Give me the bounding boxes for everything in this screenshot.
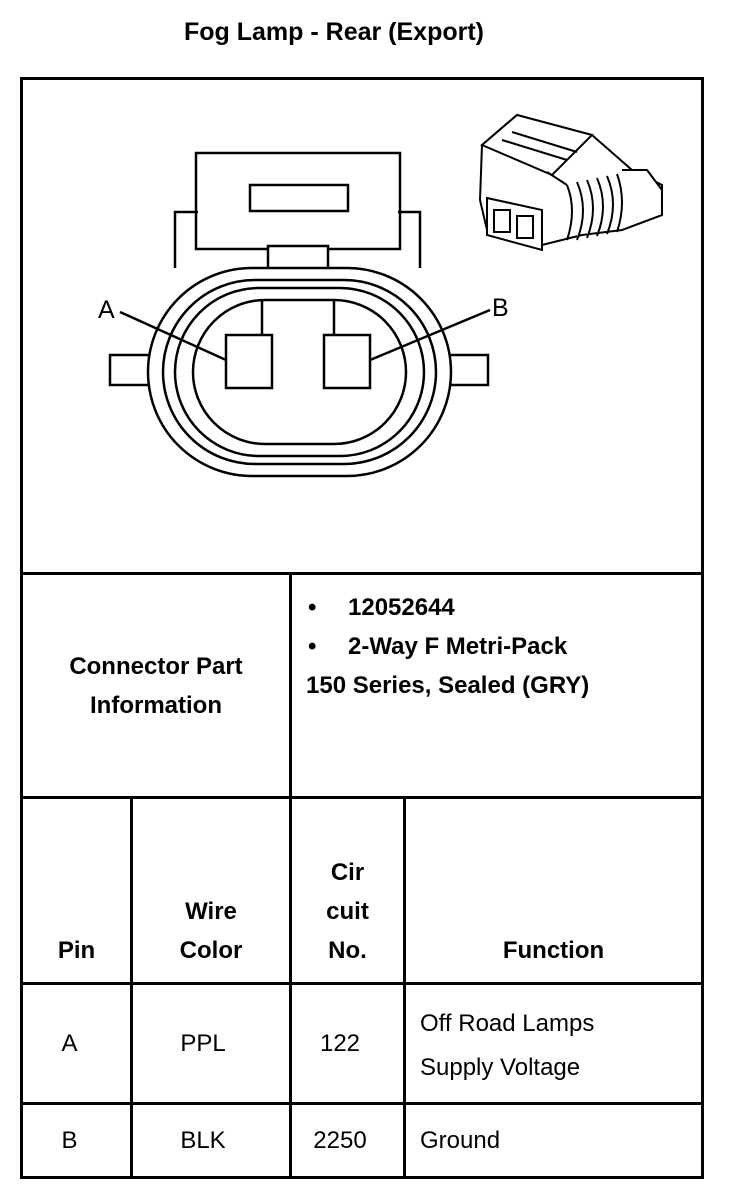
row-a-function-line1: Off Road Lamps <box>420 1010 595 1037</box>
divider-circuit-column <box>403 796 406 1179</box>
header-function: Function <box>406 799 701 982</box>
part-number: 12052644 <box>348 594 455 621</box>
divider-diagram-bottom <box>20 572 704 575</box>
connector-type-bullet: • 2-Way F Metri-Pack <box>306 627 696 666</box>
header-color-text: Color <box>179 937 243 964</box>
row-b-circuit: 2250 <box>313 1126 367 1154</box>
header-wire-color: Wire Color <box>133 799 289 982</box>
header-circuit-no: Cir cuit No. <box>292 799 403 982</box>
connector-3d-icon <box>478 113 663 252</box>
part-info-label-line2: Information <box>90 691 222 719</box>
divider-color-column <box>289 796 292 1179</box>
divider-partinfo-column <box>289 572 292 799</box>
row-a-circuit: 122 <box>319 1029 361 1057</box>
part-number-bullet: • 12052644 <box>306 588 696 627</box>
bullet-icon: • <box>308 633 317 660</box>
pin-a-callout: A <box>98 296 115 324</box>
bullet-icon: • <box>308 594 317 621</box>
row-a-wire-color: PPL <box>180 1029 226 1057</box>
row-a-pin: A <box>61 1029 78 1057</box>
header-circuit-line1: Cir <box>330 859 365 886</box>
row-b-wire-color: BLK <box>180 1126 226 1154</box>
header-circuit-line2: cuit <box>326 898 369 925</box>
connector-face-diagram: A B <box>98 151 509 478</box>
divider-partinfo-bottom <box>20 796 704 799</box>
row-a-function: Off Road Lamps Supply Voltage <box>420 1002 700 1090</box>
pin-b-callout: B <box>492 294 509 322</box>
header-function-text: Function <box>502 937 605 964</box>
divider-pin-column <box>130 796 133 1179</box>
connector-table-frame <box>20 77 704 1179</box>
row-a-function-line2: Supply Voltage <box>420 1054 581 1081</box>
divider-row-a-bottom <box>20 1102 704 1105</box>
part-info-values: • 12052644 • 2-Way F Metri-Pack 150 Seri… <box>306 588 696 705</box>
page-title: Fog Lamp - Rear (Export) <box>183 18 484 46</box>
row-b-function: Ground <box>420 1126 501 1154</box>
header-wire-text: Wire <box>185 898 237 925</box>
divider-header-bottom <box>20 982 704 985</box>
part-info-label-line1: Connector Part <box>69 652 243 680</box>
part-info-label: Connector Part Information <box>23 575 289 796</box>
row-b-pin: B <box>61 1126 78 1154</box>
header-pin: Pin <box>23 799 130 982</box>
header-circuit-line3: No. <box>328 937 367 964</box>
header-pin-text: Pin <box>57 937 96 964</box>
connector-series: 150 Series, Sealed (GRY) <box>306 672 590 699</box>
connector-type: 2-Way F Metri-Pack <box>348 633 568 660</box>
